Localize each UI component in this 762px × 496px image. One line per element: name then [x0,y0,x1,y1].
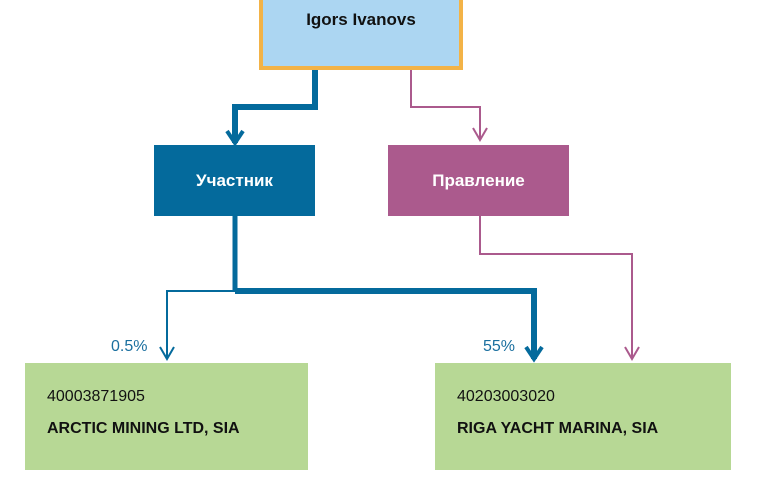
role-board-label: Правление [432,170,525,190]
company-node-1[interactable]: 40003871905 ARCTIC MINING LTD, SIA [25,363,308,470]
company-node-2[interactable]: 40203003020 RIGA YACHT MARINA, SIA [435,363,731,470]
company-name: RIGA YACHT MARINA, SIA [457,420,659,437]
person-name: Igors Ivanovs [306,10,416,29]
connector-member-company2 [235,288,537,359]
company-reg-number: 40003871905 [47,388,145,405]
arrowhead-board-company2 [624,346,640,361]
role-board-node[interactable]: Правление [388,145,569,216]
connector-board-company2 [479,216,633,359]
arrowhead-board [472,127,488,142]
connector-member-company1 [166,290,235,359]
company-reg-number: 40203003020 [457,388,555,405]
connector-person-board [410,70,481,140]
connector-person-member [232,70,318,143]
arrowhead-company1 [159,346,175,361]
role-member-label: Участник [196,170,273,190]
share-label-company1: 0.5% [111,338,148,355]
role-member-node[interactable]: Участник [154,145,315,216]
arrowhead-company2 [524,345,544,363]
arrowhead-member [225,129,245,147]
company-name: ARCTIC MINING LTD, SIA [47,420,240,437]
share-label-company2: 55% [483,338,516,355]
person-node[interactable]: Igors Ivanovs [259,0,463,70]
